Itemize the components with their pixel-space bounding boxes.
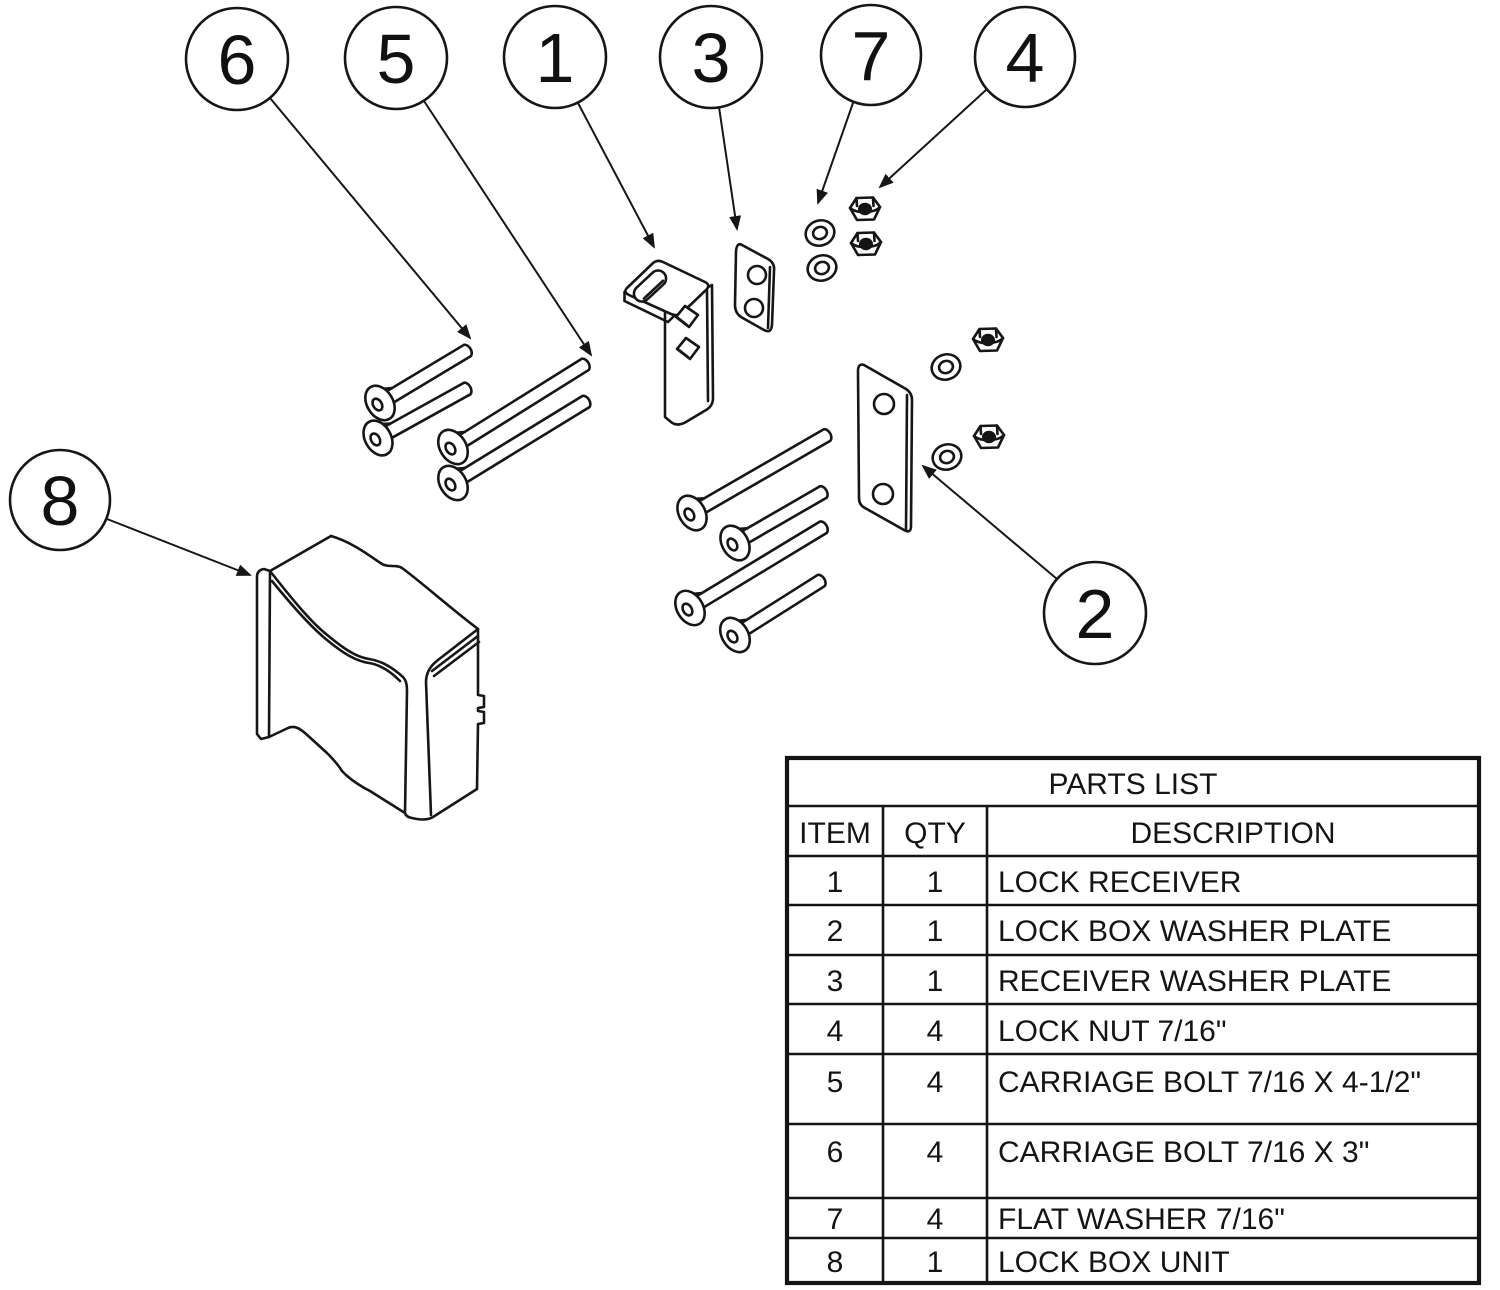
- callout-balloon-6: 6: [184, 6, 290, 112]
- cell-description: CARRIAGE BOLT 7/16 X 3": [998, 1136, 1369, 1169]
- column-header-item: ITEM: [799, 817, 871, 850]
- leader-line-7: [816, 102, 854, 205]
- cell-description: LOCK RECEIVER: [998, 866, 1241, 899]
- lock-box-unit-drawing: [255, 534, 486, 821]
- cell-qty: 1: [927, 1246, 944, 1279]
- leader-line-8: [106, 518, 252, 576]
- callout-balloon-1: 1: [502, 4, 608, 110]
- cell-qty: 4: [927, 1136, 944, 1169]
- callout-balloon-4: 4: [973, 5, 1077, 109]
- flat-washer-drawing-2: [803, 250, 841, 286]
- flat-washer-drawing-4: [928, 439, 966, 475]
- column-header-qty: QTY: [904, 817, 966, 850]
- cell-description: LOCK BOX WASHER PLATE: [998, 915, 1391, 948]
- table-row-8: 8 1 LOCK BOX UNIT: [827, 1246, 1230, 1279]
- callout-balloon-3: 3: [658, 4, 764, 110]
- cell-qty: 4: [927, 1015, 944, 1048]
- lock-nut-drawing-2: [849, 231, 883, 257]
- cell-description: LOCK BOX UNIT: [998, 1246, 1230, 1279]
- callout-number-8: 8: [41, 462, 80, 540]
- leader-line-4: [878, 89, 987, 189]
- callout-number-5: 5: [377, 20, 416, 98]
- callout-number-4: 4: [1006, 19, 1045, 97]
- cell-qty: 4: [927, 1066, 944, 1099]
- carriage-bolt-4-5in-drawing-3: [670, 415, 841, 537]
- callout-balloon-5: 5: [343, 5, 449, 111]
- lock-nut-drawing-1: [848, 196, 882, 222]
- callout-number-3: 3: [692, 19, 731, 97]
- callout-balloon-2: 2: [1042, 560, 1148, 666]
- cell-qty: 1: [927, 866, 944, 899]
- cell-item: 8: [827, 1246, 844, 1279]
- table-row-3: 3 1 RECEIVER WASHER PLATE: [827, 965, 1392, 998]
- lock-nut-drawing-4: [972, 424, 1006, 450]
- cell-item: 7: [827, 1203, 844, 1236]
- leader-line-1: [577, 102, 655, 249]
- cell-item: 6: [827, 1136, 844, 1169]
- cell-qty: 1: [927, 915, 944, 948]
- parts-list-title: PARTS LIST: [1049, 768, 1218, 801]
- cell-item: 1: [827, 866, 844, 899]
- callout-number-1: 1: [536, 19, 575, 97]
- lock-nut-drawing-3: [971, 327, 1005, 353]
- cell-item: 4: [827, 1015, 844, 1048]
- leader-line-5: [423, 100, 593, 357]
- leader-line-3: [718, 106, 742, 231]
- table-row-6: 6 4 CARRIAGE BOLT 7/16 X 3": [827, 1136, 1370, 1169]
- table-row-7: 7 4 FLAT WASHER 7/16": [827, 1203, 1285, 1236]
- callout-number-2: 2: [1076, 575, 1115, 653]
- leader-line-2: [921, 464, 1058, 580]
- cell-qty: 4: [927, 1203, 944, 1236]
- cell-description: CARRIAGE BOLT 7/16 X 4-1/2": [998, 1066, 1421, 1099]
- lock-box-washer-plate-drawing: [856, 363, 914, 533]
- parts-list-table: PARTS LIST ITEM QTY DESCRIPTION 1 1 LOCK…: [784, 755, 1482, 1286]
- callout-number-6: 6: [218, 21, 257, 99]
- cell-item: 5: [827, 1066, 844, 1099]
- cell-description: FLAT WASHER 7/16": [998, 1203, 1285, 1236]
- callout-number-7: 7: [852, 17, 891, 95]
- receiver-washer-plate-drawing: [733, 242, 776, 333]
- cell-item: 3: [827, 965, 844, 998]
- cell-description: RECEIVER WASHER PLATE: [998, 965, 1391, 998]
- lock-receiver-drawing: [623, 259, 715, 426]
- callout-balloon-7: 7: [819, 3, 923, 107]
- table-row-1: 1 1 LOCK RECEIVER: [827, 866, 1242, 899]
- table-row-5: 5 4 CARRIAGE BOLT 7/16 X 4-1/2": [827, 1066, 1421, 1099]
- leader-line-6: [269, 97, 472, 340]
- callout-balloon-8: 8: [8, 448, 112, 552]
- table-row-2: 2 1 LOCK BOX WASHER PLATE: [827, 915, 1392, 948]
- flat-washer-drawing-1: [801, 215, 839, 251]
- cell-item: 2: [827, 915, 844, 948]
- table-row-4: 4 4 LOCK NUT 7/16": [827, 1015, 1227, 1048]
- cell-qty: 1: [927, 965, 944, 998]
- cell-description: LOCK NUT 7/16": [998, 1015, 1227, 1048]
- column-header-description: DESCRIPTION: [1130, 817, 1335, 850]
- flat-washer-drawing-3: [927, 349, 965, 385]
